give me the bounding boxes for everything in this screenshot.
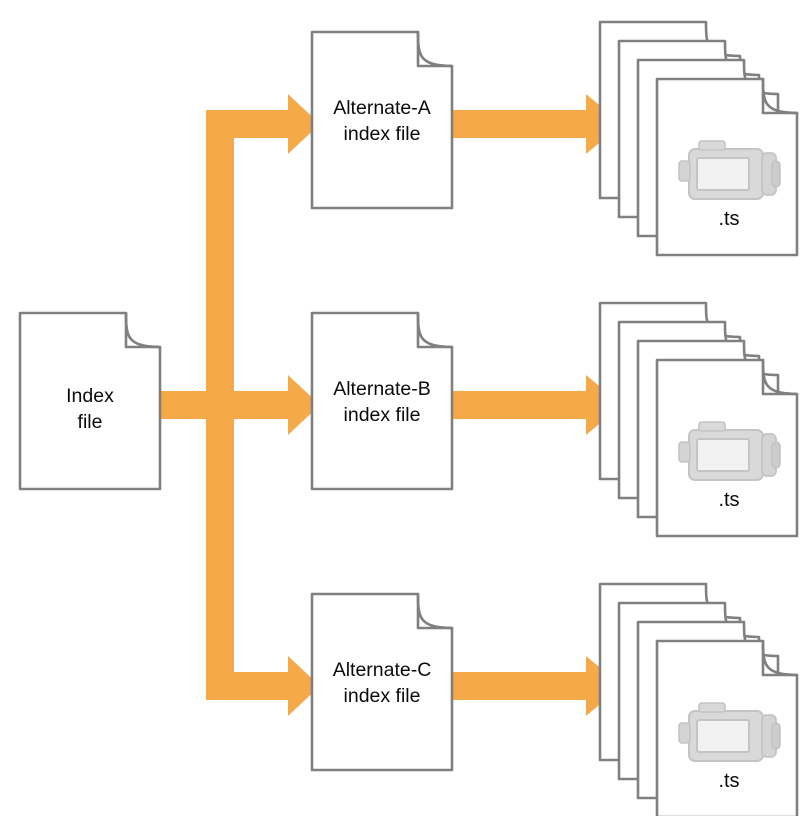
alternate-b-label-line1: Alternate-B bbox=[333, 378, 431, 400]
segments-stack-b-label: .ts bbox=[718, 489, 739, 511]
alternate-a-label-line1: Alternate-A bbox=[333, 97, 431, 119]
arrow-alternate-b-to-segments bbox=[452, 375, 622, 435]
camcorder-icon bbox=[678, 140, 781, 200]
arrow-alternate-a-to-segments bbox=[452, 94, 622, 154]
segments-stack-a-label: .ts bbox=[718, 208, 739, 230]
document-icon bbox=[310, 592, 454, 772]
alternate-c-document[interactable]: Alternate-C index file bbox=[310, 592, 454, 772]
alternate-c-label-line1: Alternate-C bbox=[333, 659, 432, 681]
index-file-document[interactable]: Index file bbox=[18, 311, 162, 491]
segments-stack-a[interactable]: .ts bbox=[598, 20, 799, 257]
arrow-group bbox=[150, 94, 622, 716]
alternate-a-label-line2: index file bbox=[344, 123, 421, 145]
arrow-trunk-to-alternate-c bbox=[206, 656, 320, 716]
arrow-trunk-to-alternate-a bbox=[206, 94, 320, 154]
segments-stack-c-label: .ts bbox=[718, 770, 739, 792]
arrow-alternate-c-to-segments bbox=[452, 656, 622, 716]
alternate-b-label-line2: index file bbox=[344, 404, 421, 426]
camcorder-icon bbox=[678, 421, 781, 481]
alternate-a-document[interactable]: Alternate-A index file bbox=[310, 30, 454, 210]
camcorder-icon bbox=[678, 702, 781, 762]
alternate-b-document[interactable]: Alternate-B index file bbox=[310, 311, 454, 491]
alternate-c-label-line2: index file bbox=[344, 685, 421, 707]
arrow-trunk-to-alternate-b bbox=[206, 375, 320, 435]
document-icon bbox=[310, 30, 454, 210]
index-file-label-line1: Index bbox=[66, 385, 114, 407]
segments-stack-c[interactable]: .ts bbox=[598, 582, 799, 816]
segments-stack-b[interactable]: .ts bbox=[598, 301, 799, 538]
document-icon bbox=[310, 311, 454, 491]
index-file-label-line2: file bbox=[78, 411, 103, 433]
